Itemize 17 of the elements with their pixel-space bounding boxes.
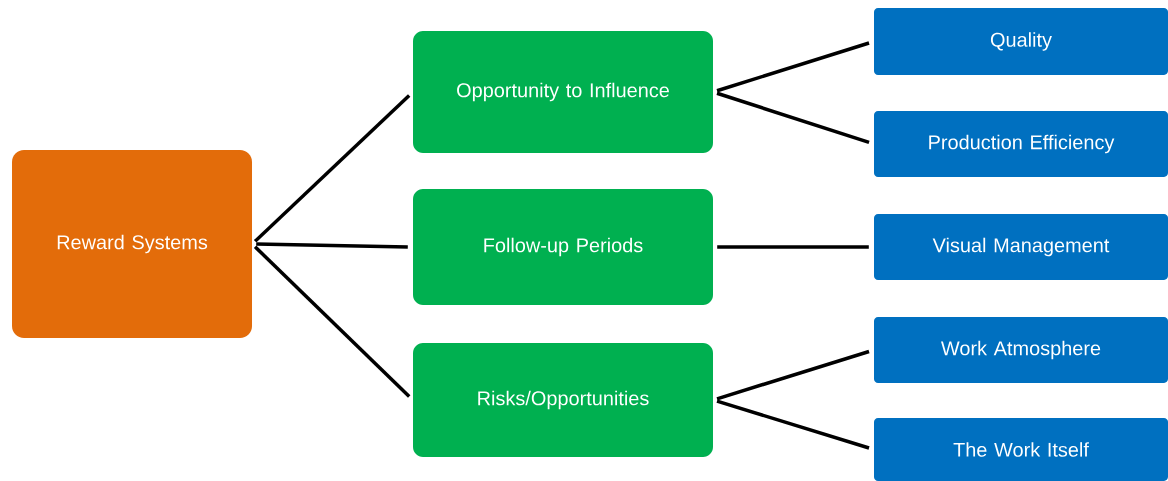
factor-box: Quality [874, 8, 1168, 75]
connector-line [716, 349, 870, 401]
category-box: Opportunity to Influence [413, 31, 713, 153]
factor-box: The Work Itself [874, 418, 1168, 481]
connector-line [716, 41, 870, 93]
factor-box: Work Atmosphere [874, 317, 1168, 383]
factor-box: Production Efficiency [874, 111, 1168, 177]
factor-box: Visual Management [874, 214, 1168, 280]
root-box: Reward Systems [12, 150, 252, 338]
connector-line [253, 94, 411, 243]
connector-line [716, 399, 870, 450]
connector-line [716, 91, 870, 145]
connector-line [253, 245, 411, 398]
connector-line [256, 242, 408, 249]
category-box: Risks/Opportunities [413, 343, 713, 457]
connector-line [717, 245, 869, 249]
category-box: Follow-up Periods [413, 189, 713, 305]
